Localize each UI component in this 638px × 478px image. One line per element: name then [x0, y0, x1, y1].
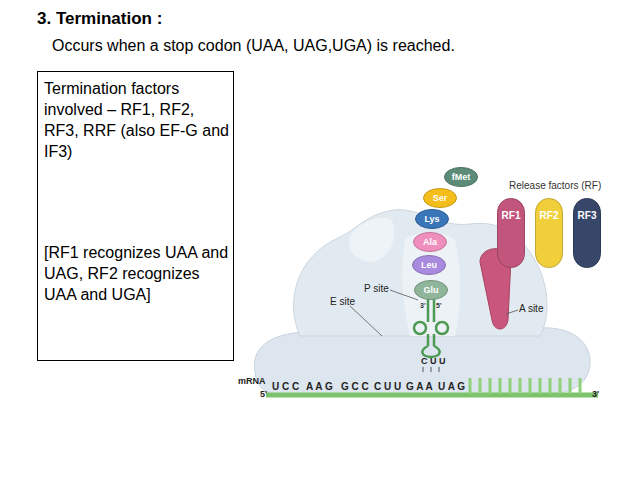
release-factor: RF1 — [497, 198, 525, 268]
factor-name: RF2 — [535, 210, 563, 222]
diagram-label: U C C — [272, 381, 299, 392]
base-pairs — [423, 367, 439, 372]
bead-outline — [415, 281, 448, 300]
factor-outline — [498, 199, 525, 268]
subunit-lobe — [349, 218, 394, 262]
release-factor: RF3 — [573, 198, 601, 268]
trna-stem — [428, 298, 434, 322]
diagram-label: mRNA — [238, 377, 266, 387]
amino-acid-bead: Lys — [415, 209, 449, 229]
amino-acid-name: Ala — [413, 236, 447, 248]
small-subunit — [254, 328, 590, 396]
bead-outline — [445, 168, 478, 187]
diagram-label: A A G — [306, 381, 333, 392]
mrna-strand — [266, 393, 598, 398]
amino-acid-bead: Leu — [412, 255, 446, 275]
bead-outline — [414, 233, 447, 252]
diagram-label: 3' — [592, 390, 599, 400]
bead-outline — [424, 189, 457, 208]
subheading: Occurs when a stop codon (UAA, UAG,UGA) … — [52, 37, 455, 55]
amino-acid-name: Ser — [423, 192, 457, 204]
bead-outline — [416, 210, 449, 229]
factor-name: RF3 — [573, 210, 601, 222]
diagram-label: A site — [519, 303, 543, 314]
amino-acid-name: Lys — [415, 213, 449, 225]
exit-channel — [402, 233, 460, 337]
diagram-label: 5' — [260, 390, 267, 400]
diagram-label: E site — [330, 296, 355, 307]
amino-acid-bead: Ser — [423, 188, 457, 208]
diagram-label: C U U — [374, 381, 401, 392]
amino-acid-bead: fMet — [444, 167, 478, 187]
bead-outline — [413, 256, 446, 275]
amino-acid-bead: Glu — [414, 280, 448, 300]
amino-acid-name: Glu — [414, 284, 448, 296]
amino-acid-bead: Ala — [413, 232, 447, 252]
diagram-label: P site — [364, 283, 389, 294]
amino-acid-name: Leu — [412, 259, 446, 271]
factor-shape — [535, 198, 563, 268]
factor-shape — [573, 198, 601, 268]
diagram-label: 5' — [436, 302, 442, 310]
diagram-label: G C C — [341, 381, 369, 392]
factor-list: Termination factors involved – RF1, RF2,… — [44, 78, 229, 162]
diagram-label: C U U — [421, 357, 446, 367]
trna-loop — [414, 322, 426, 334]
trna-loop — [436, 322, 448, 334]
amino-acid-name: fMet — [444, 171, 478, 183]
diagram-label: G A A — [406, 381, 433, 392]
diagram-label: Release factors (RF) — [509, 180, 601, 191]
mrna-bases — [470, 378, 580, 394]
recognition-note: [RF1 recognizes UAA and UAG, RF2 recogni… — [44, 242, 229, 305]
text-box: Termination factors involved – RF1, RF2,… — [37, 71, 234, 361]
release-factor: RF2 — [535, 198, 563, 268]
anticodon-loop — [422, 334, 439, 357]
factor-outline — [536, 199, 563, 268]
trna — [414, 298, 448, 357]
slide-heading: 3. Termination : — [37, 10, 162, 29]
diagram-label: U A G — [438, 381, 465, 392]
factor-shape — [497, 198, 525, 268]
factor-name: RF1 — [497, 210, 525, 222]
factor-outline — [574, 199, 601, 268]
diagram-label: 3' — [420, 302, 426, 310]
